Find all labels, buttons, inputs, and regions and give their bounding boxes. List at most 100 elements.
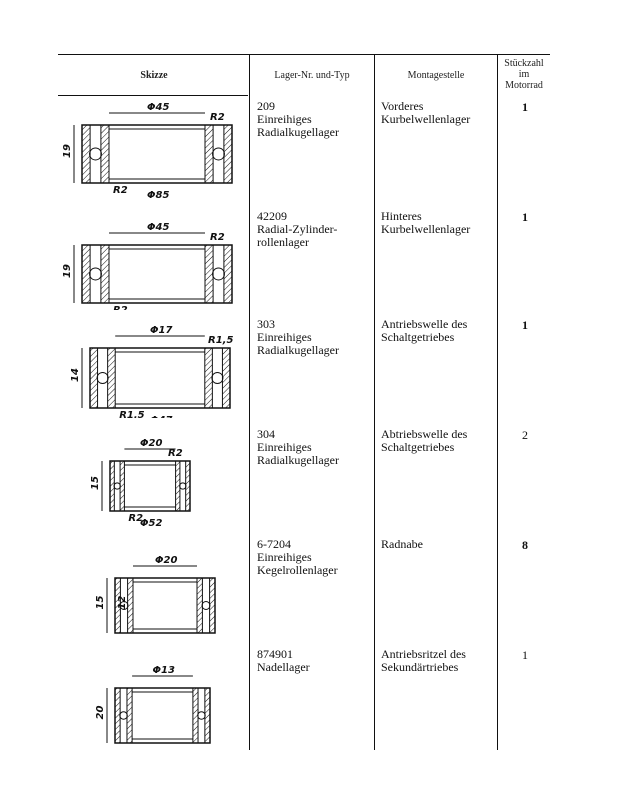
dim-radius-bottom: R2 [113, 185, 128, 196]
bearing-sketch: Φ20Φ471512 [95, 555, 216, 634]
rolling-element [212, 267, 225, 281]
location-cell: Antriebswelle des Schaltgetriebes [381, 318, 467, 344]
rolling-element [113, 482, 121, 490]
quantity: 1 [522, 648, 528, 662]
bearing-number: 42209 [257, 209, 287, 223]
bearing-type-cell: 304 Einreihiges Radialkugellager [257, 428, 339, 467]
quantity: 8 [522, 538, 528, 552]
column-divider [249, 55, 250, 750]
location-line: Radnabe [381, 537, 423, 551]
dim-width: 20 [95, 706, 106, 720]
dim-width: 19 [62, 264, 73, 278]
bearing-type-line: Nadellager [257, 660, 310, 674]
dim-radius-top: R2 [210, 232, 225, 243]
header-sketch: Skizze [140, 70, 168, 81]
dim-outer: Φ85 [147, 190, 169, 200]
header-qty-line: Stückzahl [504, 58, 544, 69]
dim-inner: Φ13 [153, 665, 175, 676]
bearing-number: 874901 [257, 647, 293, 661]
quantity: 2 [522, 428, 528, 442]
dim-inner: Φ45 [147, 222, 169, 233]
column-divider [497, 55, 498, 750]
header-qty-line: Motorrad [505, 80, 543, 91]
dim-width-2: 12 [117, 596, 128, 610]
header-qty-line: im [518, 69, 530, 80]
bearing-type-line: Radial-Zylinder- [257, 222, 338, 236]
bearing-type-cell: 42209 Radial-Zylinder- rollenlager [257, 210, 337, 249]
header-rule [58, 95, 248, 96]
location-cell: Antriebsritzel des Sekundärtriebes [381, 648, 466, 674]
table-top-rule [58, 54, 550, 55]
rolling-element [197, 711, 206, 720]
header-type: Lager-Nr. und-Typ [274, 70, 350, 81]
bearing-type-cell: 6-7204 Einreihiges Kegelrollenlager [257, 538, 338, 577]
quantity: 1 [522, 318, 528, 332]
bearing-type-line: Radialkugellager [257, 343, 339, 357]
location-line: Hinteres [381, 209, 422, 223]
dim-inner: Φ20 [155, 555, 177, 566]
quantity: 1 [522, 100, 528, 114]
bearing-type-line: Einreihiges [257, 440, 312, 454]
bearing-sketch: Φ13Φ3220 [95, 665, 211, 744]
bearing-type-line: Einreihiges [257, 550, 312, 564]
bearing-type-line: Kegelrollenlager [257, 563, 338, 577]
dim-outer: Φ52 [140, 518, 162, 528]
dim-width: 15 [95, 596, 106, 610]
rolling-element [89, 267, 102, 281]
location-line: Kurbelwellenlager [381, 222, 471, 236]
location-cell: Vorderes Kurbelwellenlager [381, 100, 470, 126]
bearing-sketch: Φ17Φ4714R1,5R1,5 [70, 325, 233, 418]
dim-radius-top: R1,5 [208, 335, 233, 346]
bearing-number: 303 [257, 317, 275, 331]
location-line: Kurbelwellenlager [381, 112, 471, 126]
bearing-type-cell: 874901 Nadellager [257, 648, 310, 674]
rolling-element [119, 601, 129, 610]
rolling-element [89, 147, 102, 161]
header-location: Montagestelle [407, 70, 465, 81]
location-cell: Abtriebswelle des Schaltgetriebes [381, 428, 467, 454]
dim-inner: Φ17 [150, 325, 172, 336]
dim-inner: Φ20 [140, 438, 162, 449]
dim-radius-bottom: R2 [113, 305, 128, 310]
dim-outer: Φ47 [150, 415, 172, 418]
bearing-number: 209 [257, 99, 275, 113]
dim-width: 19 [62, 144, 73, 158]
dim-radius-top: R2 [168, 448, 183, 459]
bearing-type-cell: 209 Einreihiges Radialkugellager [257, 100, 339, 139]
dim-radius-bottom: R1,5 [119, 410, 144, 418]
dim-inner: Φ45 [147, 102, 169, 113]
location-line: Antriebswelle des [381, 317, 468, 331]
header-qty: Stückzahl im Motorrad [498, 58, 550, 91]
dim-radius-top: R2 [210, 112, 225, 123]
location-line: Sekundärtriebes [381, 660, 459, 674]
location-cell: Hinteres Kurbelwellenlager [381, 210, 470, 236]
column-divider [374, 55, 375, 750]
quantity: 1 [522, 210, 528, 224]
location-line: Schaltgetriebes [381, 440, 455, 454]
location-cell: Radnabe [381, 538, 423, 551]
bearing-type-line: rollenlager [257, 235, 309, 249]
location-line: Antriebsritzel des [381, 647, 466, 661]
rolling-element [201, 601, 211, 610]
bearing-type-line: Radialkugellager [257, 125, 339, 139]
dim-width: 14 [70, 368, 81, 382]
bearing-type-line: Radialkugellager [257, 453, 339, 467]
bearing-type-cell: 303 Einreihiges Radialkugellager [257, 318, 339, 357]
rolling-element [179, 482, 187, 490]
rolling-element [119, 711, 128, 720]
dim-width: 15 [90, 476, 101, 490]
bearing-number: 6-7204 [257, 537, 291, 551]
rolling-element [96, 371, 109, 385]
location-line: Abtriebswelle des [381, 427, 468, 441]
location-line: Schaltgetriebes [381, 330, 455, 344]
dim-radius-bottom: R2 [128, 513, 143, 524]
rolling-element [211, 371, 224, 385]
bearing-number: 304 [257, 427, 275, 441]
bearing-type-line: Einreihiges [257, 330, 312, 344]
rolling-element [212, 147, 225, 161]
bearing-type-line: Einreihiges [257, 112, 312, 126]
